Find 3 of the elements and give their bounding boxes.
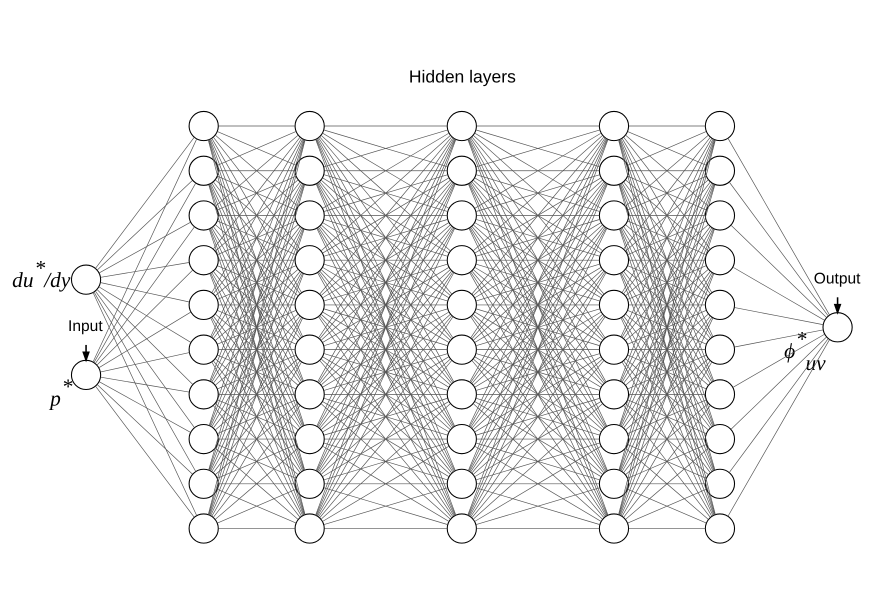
node-text: Input bbox=[68, 317, 103, 334]
label: Hidden layers bbox=[408, 66, 516, 86]
node-text: Output bbox=[814, 270, 860, 287]
